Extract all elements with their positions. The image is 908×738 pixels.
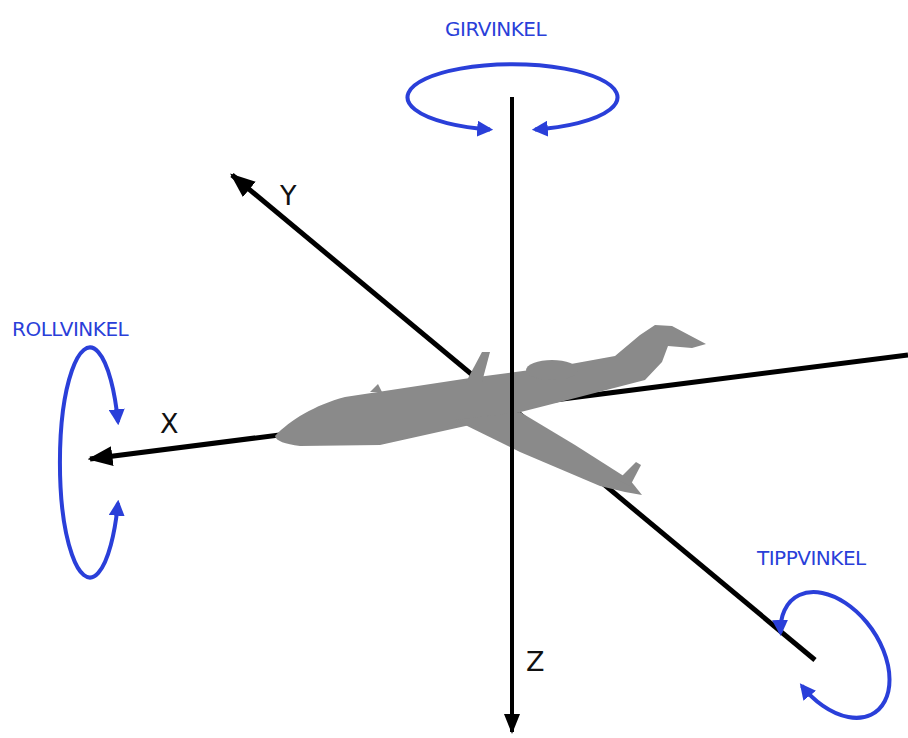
- airplane-silhouette: [275, 325, 706, 495]
- z-axis: [510, 97, 514, 732]
- yaw-rotation-arrow: [408, 64, 618, 129]
- roll-rotation-arrow: [60, 348, 118, 578]
- roll-label: ROLLVINKEL: [12, 319, 128, 339]
- axis-label: X: [160, 410, 179, 437]
- engine: [526, 360, 578, 380]
- pitch-rotation-arrow: [758, 572, 908, 738]
- axis-label: Y: [280, 182, 297, 209]
- yaw-label: GIRVINKEL: [445, 19, 546, 39]
- pitch-label: TIPPVINKEL: [757, 548, 866, 568]
- axis-label: Z: [526, 648, 545, 675]
- winglet: [618, 462, 641, 486]
- antenna: [370, 384, 382, 392]
- far-winglet: [466, 352, 490, 382]
- wing: [455, 412, 642, 495]
- y-axis: [232, 175, 815, 660]
